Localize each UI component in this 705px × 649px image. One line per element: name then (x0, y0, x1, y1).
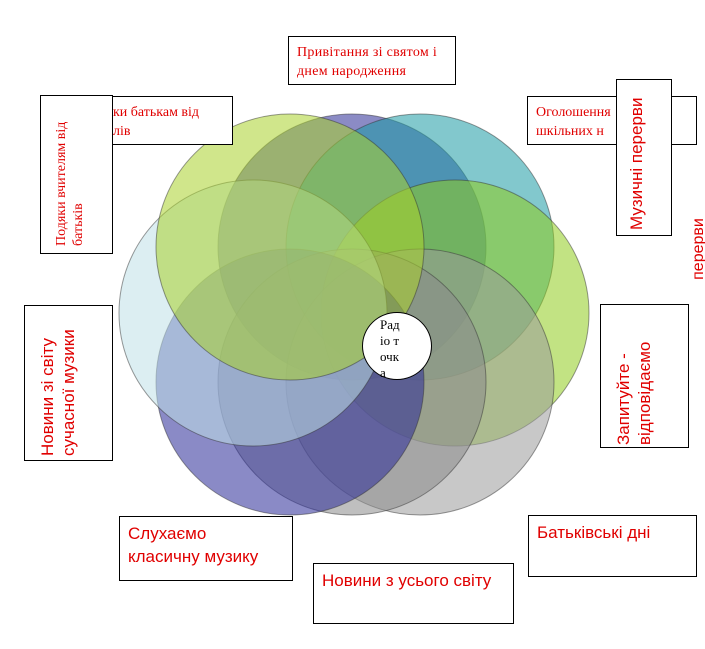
world-news-text: Новини з усього світу (322, 571, 492, 590)
modern-music-news-text: Новини зі світу сучасної музики (38, 329, 78, 456)
parents-days-text: Батьківські дні (537, 523, 651, 542)
thanks-vertical-box: Подяки вчителям від батьків (40, 95, 113, 254)
announcements-text: Оголошення шкільних н (536, 105, 611, 139)
center-circle: Радіо точка (362, 312, 432, 380)
thanks-vertical-text: Подяки вчителям від батьків (54, 121, 86, 246)
center-label: Радіо точка (380, 317, 400, 380)
greetings-box: Привітання зі святом і днем народження (288, 36, 456, 85)
thanks-horizontal-text: ки батькам від лів (113, 105, 200, 139)
ask-answer-box: Запитуйте - відповідаємо (600, 304, 689, 448)
modern-music-news-box: Новини зі світу сучасної музики (24, 305, 113, 461)
petal-top-left (155, 113, 425, 381)
thanks-horizontal-box: ки батькам від лів (96, 96, 233, 145)
music-breaks-box: Музичні перерви (616, 79, 672, 236)
music-breaks-text: Музичні перерви (627, 97, 646, 230)
parents-days-box: Батьківські дні (528, 515, 697, 577)
ask-answer-text: Запитуйте - відповідаємо (614, 341, 654, 445)
classical-music-text: Слухаємо класичну музику (128, 524, 259, 566)
greetings-text: Привітання зі святом і днем народження (297, 45, 438, 79)
classical-music-box: Слухаємо класичну музику (119, 516, 293, 581)
world-news-box: Новини з усього світу (313, 563, 514, 624)
